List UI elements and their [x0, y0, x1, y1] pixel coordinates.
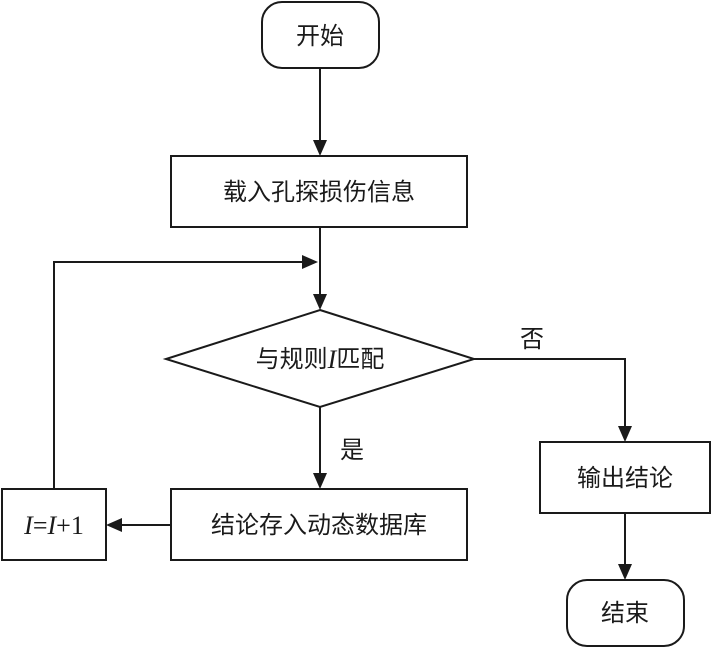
store-node — [170, 488, 468, 561]
increment-var1: I — [23, 511, 34, 540]
increment-label: I=I+1 — [23, 511, 84, 540]
decision-label: 与规则I匹配 — [256, 345, 385, 374]
increment-tail: +1 — [56, 511, 84, 540]
increment-node — [1, 488, 107, 561]
decision-prefix: 与规则 — [256, 345, 328, 373]
load-label: 载入孔探损伤信息 — [223, 178, 415, 206]
arrowhead-load — [313, 140, 327, 156]
arrowhead-loop — [302, 255, 318, 269]
arrowhead-end — [618, 564, 632, 580]
arrowhead-output — [618, 426, 632, 442]
arrowhead-decision — [313, 294, 327, 310]
load-node — [170, 155, 468, 228]
start-label: 开始 — [296, 22, 344, 50]
decision-suffix: 匹配 — [336, 345, 384, 373]
decision-var: I — [327, 345, 338, 374]
end-label: 结束 — [601, 599, 649, 627]
end-node — [566, 579, 685, 647]
arrowhead-increment — [106, 518, 122, 532]
edge-increment-loop — [53, 261, 302, 489]
edge-decision-to-output — [474, 358, 626, 426]
increment-op: = — [33, 511, 48, 540]
store-label: 结论存入动态数据库 — [211, 511, 427, 539]
output-label: 输出结论 — [577, 464, 673, 492]
no-label: 否 — [520, 325, 544, 353]
increment-var2: I — [47, 511, 58, 540]
yes-label: 是 — [340, 436, 364, 464]
arrowhead-store — [313, 473, 327, 489]
